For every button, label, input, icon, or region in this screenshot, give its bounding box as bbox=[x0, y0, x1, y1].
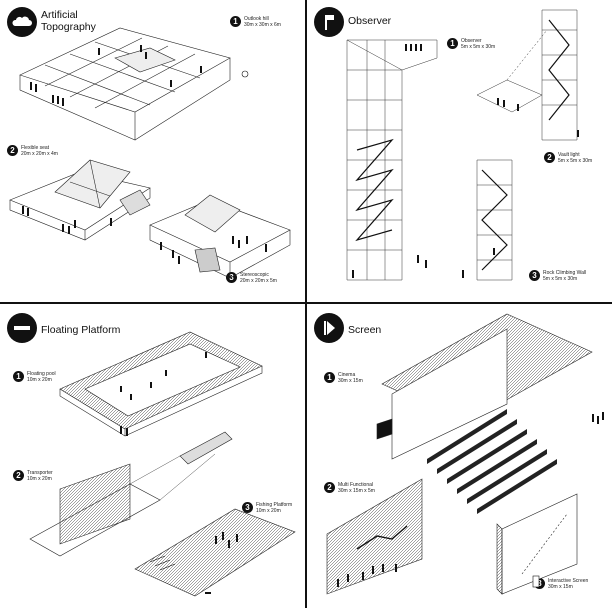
quadrant-title: Artificial Topography bbox=[41, 9, 96, 33]
item-label-3: Stereoscopic 20m x 20m x 5m bbox=[240, 272, 277, 284]
climbing-wall-people bbox=[462, 248, 495, 278]
fishing-platform-people bbox=[205, 532, 238, 594]
item-label-1: Floating pool 10m x 20m bbox=[27, 371, 56, 383]
play-glyph bbox=[324, 321, 335, 335]
transporter-drawing bbox=[29, 431, 233, 557]
vertical-divider bbox=[305, 0, 307, 608]
cloud-icon bbox=[7, 7, 37, 37]
horizontal-divider bbox=[0, 302, 612, 304]
multifunctional-people bbox=[337, 564, 397, 587]
platform-icon bbox=[7, 313, 37, 343]
item-number-3: 3 bbox=[529, 270, 540, 281]
item-number-2: 2 bbox=[324, 482, 335, 493]
item-label-2: Vault light 5m x 5m x 30m bbox=[558, 152, 593, 164]
item-number-3: 3 bbox=[534, 578, 545, 589]
screen-drawing bbox=[326, 313, 604, 595]
outlook-hill-people bbox=[30, 45, 249, 106]
stereoscopic-drawing bbox=[149, 194, 291, 279]
floating-pool-people bbox=[120, 352, 207, 436]
climbing-wall-tower bbox=[476, 159, 513, 281]
stereoscopic-people bbox=[160, 236, 267, 264]
item-number-2: 2 bbox=[7, 145, 18, 156]
play-icon bbox=[314, 313, 344, 343]
outlook-hill-drawing bbox=[19, 27, 231, 141]
observer-people bbox=[352, 44, 427, 278]
vault-light-tower bbox=[476, 9, 578, 141]
quadrant-floating-platform: Floating Platform 1 Floating pool 10m x … bbox=[0, 304, 305, 608]
quadrant-screen: Screen 1 Cinema 30m x 15m 2 Multi Functi… bbox=[307, 304, 612, 608]
interactive-screen-drawing bbox=[496, 493, 578, 595]
item-number-2: 2 bbox=[13, 470, 24, 481]
cinema-people bbox=[592, 412, 604, 424]
quadrant-artificial-topography: Artificial Topography 1 Outlook hill 30m… bbox=[0, 0, 305, 302]
vault-light-people bbox=[497, 98, 579, 137]
item-number-1: 1 bbox=[230, 16, 241, 27]
fishing-platform-drawing bbox=[134, 508, 296, 597]
item-number-1: 1 bbox=[324, 372, 335, 383]
flag-icon bbox=[314, 7, 344, 37]
item-number-2: 2 bbox=[544, 152, 555, 163]
item-label-2: Transporter 10m x 20m bbox=[27, 470, 53, 482]
observer-drawing bbox=[346, 9, 579, 281]
item-label-1: Observer 5m x 5m x 30m bbox=[461, 38, 496, 50]
platform-drawing bbox=[29, 331, 296, 597]
item-label-2: Flexible seat 20m x 20m x 4m bbox=[21, 145, 58, 157]
floating-pool-drawing bbox=[59, 331, 263, 437]
item-number-3: 3 bbox=[242, 502, 253, 513]
multifunctional-drawing bbox=[326, 478, 423, 595]
quadrant-title: Floating Platform bbox=[41, 324, 121, 336]
quadrant-observer: Observer 1 Observer 5m x 5m x 30m 2 Vaul… bbox=[307, 0, 612, 302]
flag-glyph bbox=[325, 15, 334, 30]
cloud-glyph bbox=[12, 16, 32, 26]
topography-drawing bbox=[9, 27, 291, 279]
observer-tower bbox=[346, 39, 438, 281]
item-label-1: Cinema 30m x 15m bbox=[338, 372, 363, 384]
item-label-3: Rock Climbing Wall 5m x 5m x 30m bbox=[543, 270, 587, 282]
quadrant-title: Screen bbox=[348, 324, 382, 336]
item-label-3: Fishing Platform 10m x 20m bbox=[256, 502, 293, 514]
cinema-drawing bbox=[376, 313, 593, 460]
quadrant-title: Observer bbox=[348, 15, 392, 27]
flexible-seat-people bbox=[22, 206, 112, 234]
item-number-1: 1 bbox=[13, 371, 24, 382]
item-label-3: Interactive Screen 30m x 15m bbox=[548, 578, 589, 590]
platform-glyph bbox=[14, 326, 30, 330]
item-label-1: Outlook hill 30m x 30m x 6m bbox=[244, 16, 281, 28]
flexible-seat-drawing bbox=[9, 159, 151, 241]
item-number-1: 1 bbox=[447, 38, 458, 49]
cinema-seats bbox=[427, 409, 557, 514]
item-label-2: Multi Functional 30m x 15m x 5m bbox=[338, 482, 375, 494]
